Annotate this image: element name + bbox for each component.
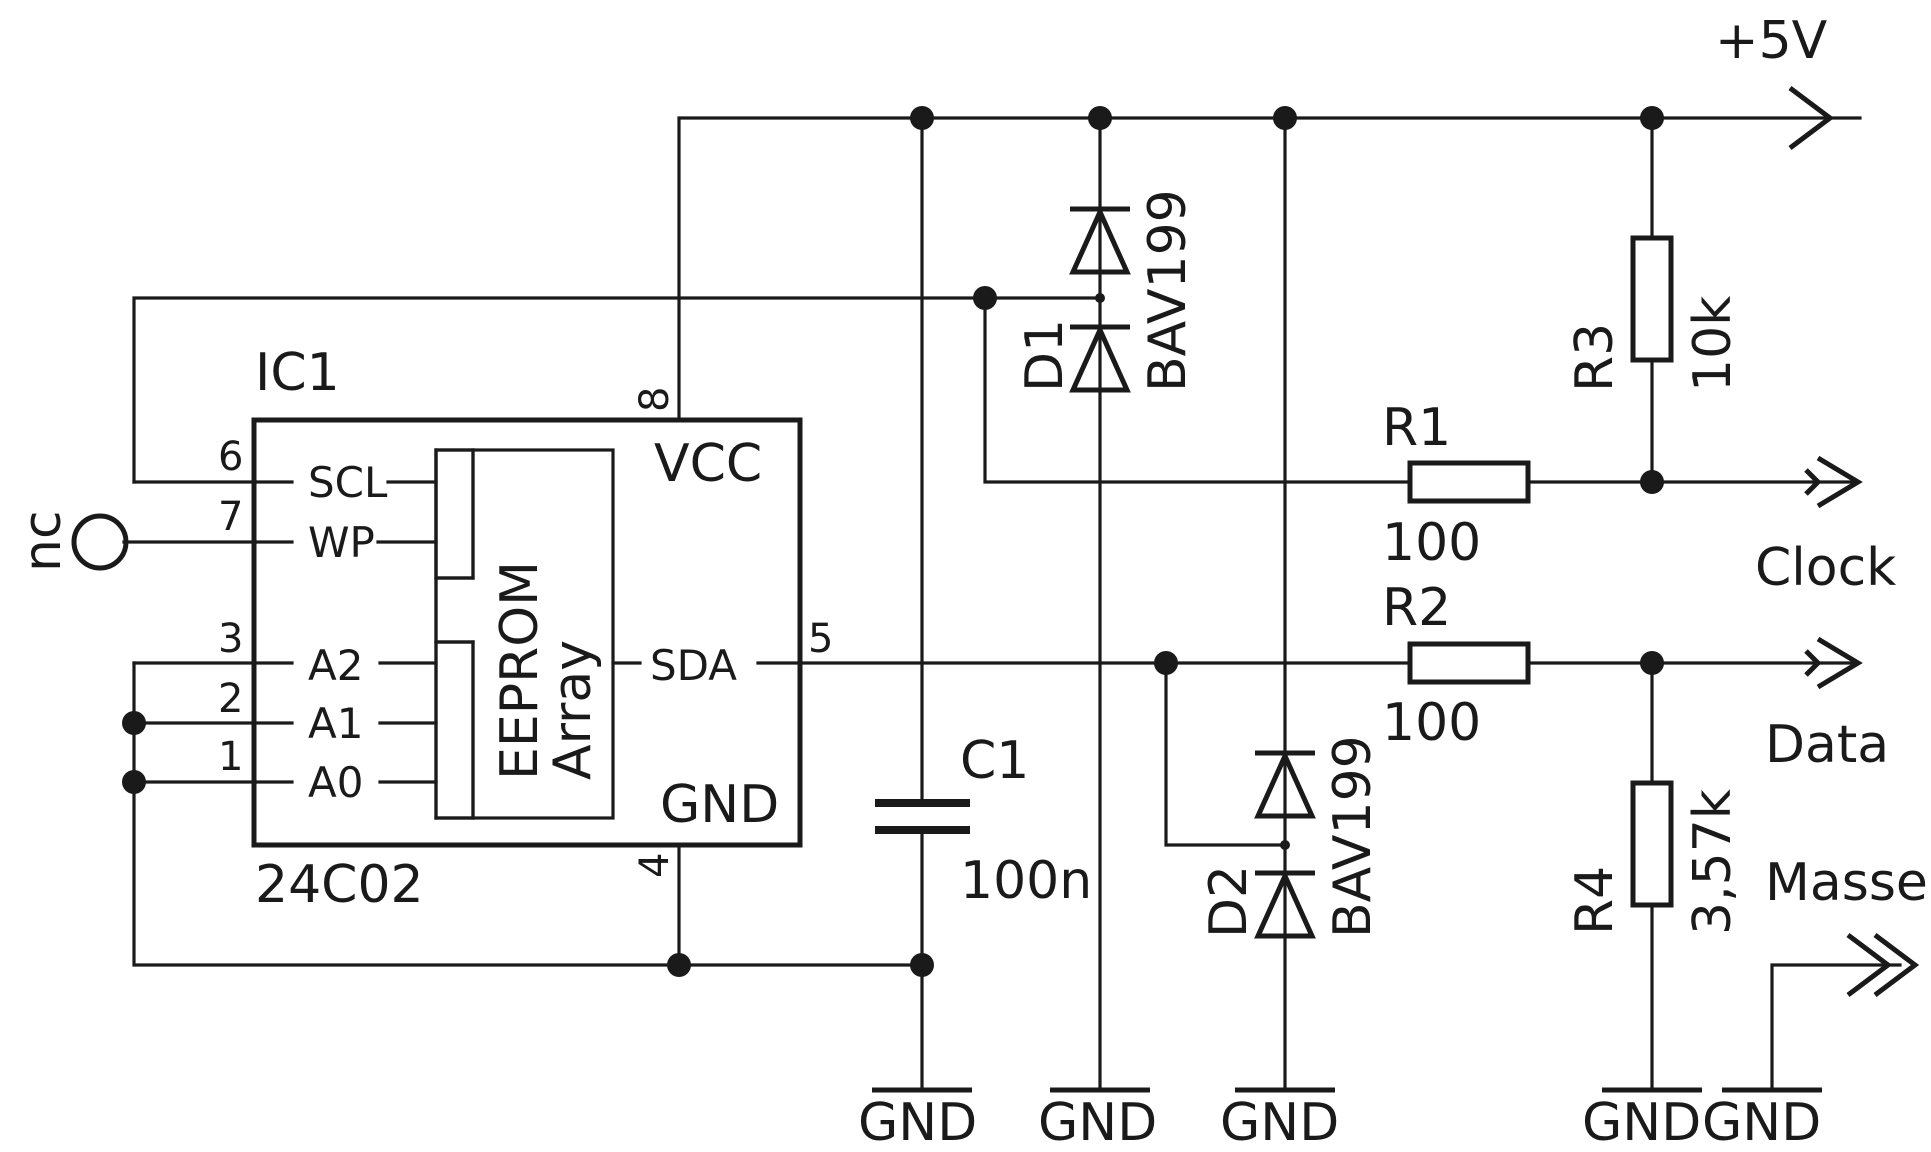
pin-label-a2: A2 [308,641,363,690]
r4-ref: R4 [1565,866,1625,935]
clock-port-arrow-inner [1804,468,1822,496]
clock-port-arrow [1816,455,1863,509]
c1-value: 100n [960,851,1092,911]
junction [910,953,934,977]
resistor-r4 [1630,780,1674,908]
gnd-label-masse: GND [1702,1093,1821,1152]
nc-label: nc [13,510,73,572]
ic1-part: 24C02 [255,855,424,915]
diode-d1 [1069,205,1131,393]
junction [1088,106,1112,130]
pin-label-wp: WP [308,518,375,567]
pin-num-1: 1 [218,734,243,780]
junction [1280,840,1290,850]
data-port-label: Data [1765,715,1889,775]
resistor-r3 [1630,235,1674,363]
junction [667,953,691,977]
pin-label-vcc: VCC [654,434,762,494]
pin-num-3: 3 [218,616,243,662]
ic1-ref: IC1 [255,343,340,403]
pin-num-5: 5 [808,616,833,662]
data-port-arrow-inner [1804,649,1822,677]
r3-value: 10k [1683,296,1743,392]
junction [1273,106,1297,130]
junction [1640,470,1664,494]
junction [973,286,997,310]
pin-label-gnd: GND [660,775,779,835]
pin-num-8: 8 [632,387,678,412]
junction [1640,651,1664,675]
d1-value: BAV199 [1138,189,1198,392]
c1-ref: C1 [960,731,1029,791]
supply-label: +5V [1715,11,1828,71]
d2-ref: D2 [1199,865,1259,938]
pin-label-a1: A1 [308,699,363,748]
masse-port-arrow [1846,933,1893,997]
r3-ref: R3 [1565,323,1625,392]
r4-value: 3,57k [1683,789,1743,935]
supply-arrow [1788,86,1835,150]
pin-num-6: 6 [218,434,243,480]
d2-value: BAV199 [1323,735,1383,938]
gnd-label-r4: GND [1582,1093,1701,1152]
d1-ref: D1 [1015,319,1075,392]
r2-value: 100 [1382,693,1481,753]
junction [122,770,146,794]
ic1-symbol [251,417,803,848]
clock-port-label: Clock [1755,538,1896,598]
junction [122,711,146,735]
r1-value: 100 [1382,513,1481,573]
resistor-r1 [1407,460,1531,504]
ic1-inner-label-eeprom: EEPROM [490,561,550,780]
pin-label-a0: A0 [308,758,363,807]
masse-port-label: Masse [1765,853,1928,913]
diode-d2 [1254,749,1316,939]
capacitor-c1 [875,799,970,834]
pin-num-2: 2 [218,676,243,722]
gnd-label-d2: GND [1220,1093,1339,1152]
r2-ref: R2 [1382,578,1451,638]
pin-num-7: 7 [218,494,243,540]
junctions [122,106,1664,977]
pin-label-scl: SCL [308,458,388,507]
junction [1154,651,1178,675]
pin-label-sda: SDA [650,641,737,690]
junction [1640,106,1664,130]
gnd-label-c1: GND [858,1093,977,1152]
gnd-label-d1: GND [1038,1093,1157,1152]
ic1-inner-label-array: Array [543,640,603,780]
wires [122,116,1902,1092]
junction [1095,293,1105,303]
pin-num-4: 4 [632,853,678,878]
nc-terminal [71,513,129,571]
resistor-r2 [1407,641,1531,685]
masse-port-arrow-2 [1873,933,1920,997]
data-port-arrow [1816,636,1863,690]
junction [910,106,934,130]
r1-ref: R1 [1382,398,1451,458]
